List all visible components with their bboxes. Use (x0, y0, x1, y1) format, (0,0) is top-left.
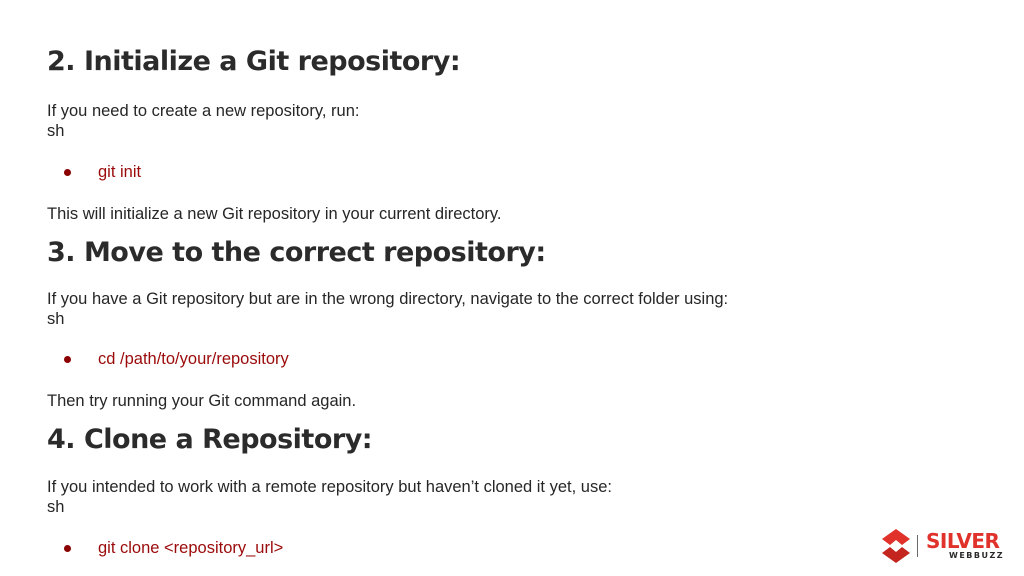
code-language-label: sh (47, 498, 65, 516)
section-intro: If you intended to work with a remote re… (47, 478, 612, 496)
logo-subtext: WEBBUZZ (949, 551, 1005, 560)
bullet-icon (64, 545, 71, 552)
section-heading: 4. Clone a Repository: (47, 424, 373, 455)
logo-separator (917, 535, 918, 557)
section-intro: If you have a Git repository but are in … (47, 290, 729, 308)
section-note: This will initialize a new Git repositor… (47, 205, 502, 223)
code-command: git clone <repository_url> (98, 539, 284, 557)
logo-mark-icon (882, 529, 910, 563)
bullet-icon (64, 169, 71, 176)
section-note: Then try running your Git command again. (47, 392, 357, 410)
code-language-label: sh (47, 310, 65, 328)
silver-webbuzz-logo: SILVER WEBBUZZ (880, 525, 1010, 567)
code-language-label: sh (47, 122, 65, 140)
section-intro: If you need to create a new repository, … (47, 102, 360, 120)
section-heading: 3. Move to the correct repository: (47, 237, 546, 268)
bullet-icon (64, 356, 71, 363)
code-command: cd /path/to/your/repository (98, 350, 289, 368)
code-command: git init (98, 163, 142, 181)
logo-wordmark: SILVER (926, 529, 1000, 553)
section-heading: 2. Initialize a Git repository: (47, 46, 461, 77)
